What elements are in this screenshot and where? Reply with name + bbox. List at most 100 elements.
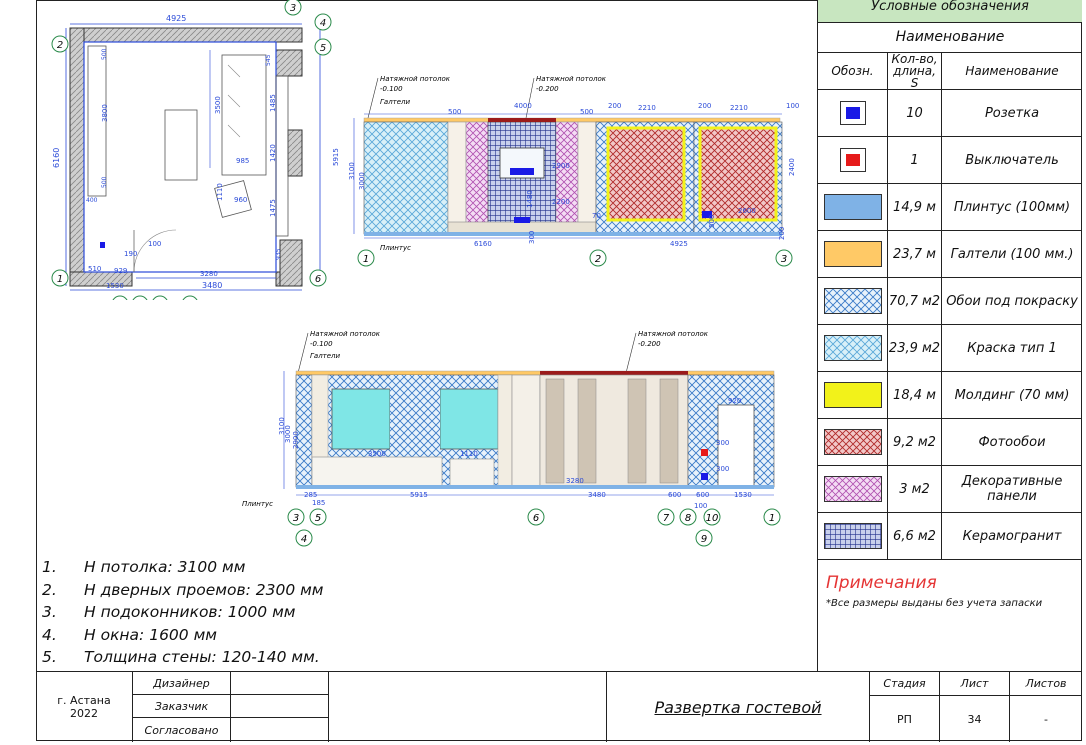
floor-plan: 4925 6160 5915 3480 3280 1530 510 929 19… [51,0,340,300]
sheet-title: Развертка гостевой [606,672,870,742]
note-item: 4.Н окна: 1600 мм [42,624,402,647]
legend-qty: 70,7 м2 [888,278,942,324]
elev2-dim-2: 3000 [284,425,292,443]
plan-wall-top [69,27,303,43]
legend-table: Условные обозначения Наименование Обозн.… [817,0,1082,672]
elev2-window-2 [439,388,499,450]
col-sheet: Лист [940,672,1010,696]
plan-dim-d2: 100 [148,240,161,248]
elev1-dim-15: 1480 [526,190,534,208]
signature-approved [231,718,329,742]
elev2-window-1 [331,388,391,450]
elev2-marker-8: 8 [685,513,691,524]
plan-dim-left: 6160 [52,148,61,168]
signature-designer [231,672,329,695]
sheets-value: - [1044,712,1048,726]
porcelain-tile-swatch [824,523,882,549]
stage-value: РП [870,696,940,742]
legend-row: 3 м2 Декоративные панели [818,466,1082,513]
elev1-dim-16: 6160 [474,240,492,248]
photo-wallpaper-swatch [824,429,882,455]
legend-item-name: Краска тип 1 [967,340,1057,356]
elev2-moulding-label: Галтели [310,352,341,360]
elev2-ceiling1-label: Натяжной потолок [310,330,381,338]
elev1-dim-10: 3000 [358,172,366,190]
elev2-dim-8: 300 [716,439,729,447]
remarks-text: *Все размеры выданы без учета запаски [826,598,1043,609]
plan-right-cabinet [275,75,289,237]
elev2-dim-3: 2900 [292,431,300,449]
note-item: 2.Н дверных проемов: 2300 мм [42,579,402,602]
elev2-sofa [311,456,443,488]
title-block: г. Астана 2022 Дизайнер Заказчик Согласо… [36,671,1082,742]
legend-item-name: Плинтус (100мм) [953,199,1071,215]
col-stage: Стадия [870,672,940,696]
remarks-title: Примечания [826,573,937,593]
legend-row: 1 Выключатель [818,137,1082,184]
plan-dim-r2: 1420 [269,144,277,162]
note-text: Н подоконников: 1000 мм [84,603,296,621]
elev1-socket-3 [702,211,712,218]
plan-dim-s4: 1110 [216,183,224,201]
plan-dim-r3: 1475 [269,199,277,217]
elev1-dim-18: 4925 [670,240,688,248]
legend-item-name: Молдинг (70 мм) [954,387,1070,403]
elev1-dim-11: 2900 [552,162,570,170]
role-approved: Согласовано [133,718,231,742]
switch-swatch [846,154,860,166]
plan-marker-2: 2 [57,40,63,51]
legend-qty: 1 [888,137,942,183]
legend-row: 18,4 м Молдинг (70 мм) [818,372,1082,419]
plan-dim-top: 4925 [166,14,186,23]
note-item: 1.Н потолка: 3100 мм [42,556,402,579]
elev2-dim-1: 3100 [278,417,286,435]
plan-dim-l2: 500 [101,48,108,60]
elev1-ceiling1-label: Натяжной потолок [380,75,451,83]
wallpaper-swatch [824,288,882,314]
plan-dim-bottom-inner: 3280 [200,270,218,278]
plan-bed [164,109,198,181]
elevation-2: Натяжной потолок -0.100 Галтели Натяжной… [242,330,781,547]
elev2-dim-16: 1530 [734,491,752,499]
elev2-marker-5: 5 [315,513,321,524]
legend-row: 23,9 м2 Краска тип 1 [818,325,1082,372]
elev1-wall-left [363,121,449,235]
plan-wall-right-mid [287,129,303,177]
note-number: 3. [42,603,57,621]
elev2-door [717,404,755,488]
elev2-marker-7: 7 [663,513,670,524]
plan-dim-b3: 929 [114,267,127,275]
title-block-city: г. Астана 2022 [36,672,133,742]
elev1-marker-2: 2 [595,254,601,265]
elev1-dim-20: 500 [708,215,716,228]
elev2-dim-4: 3500 [368,450,386,458]
elev1-socket-group-1 [510,168,534,175]
legend-row: 10 Розетка [818,90,1082,137]
note-number: 2. [42,580,57,599]
legend-item-name: Выключатель [965,152,1059,168]
legend-item-name: Фотообои [978,434,1046,450]
elev1-dim-13: 2400 [788,158,796,176]
elev2-dim-13: 3480 [588,491,606,499]
plan-marker-4: 4 [320,18,326,29]
elev2-marker-6: 6 [533,513,539,524]
elev1-dim-5: 2210 [638,104,656,112]
elev1-dim-12: 2200 [552,198,570,206]
elevation-1: Натяжной потолок -0.100 Галтели Натяжной… [348,75,799,267]
note-item: 3. Н подоконников: 1000 мм [42,601,402,624]
elev2-marker-3: 3 [293,513,299,524]
elev2-dim-11: 185 [312,499,325,507]
elev1-panel-right [555,121,579,235]
legend-row: 9,2 м2 Фотообои [818,419,1082,466]
cornice-swatch [824,241,882,267]
plan-wall-left [69,27,85,287]
plan-dim-l4: 400 [86,197,98,204]
elev1-dim-19: 70 [592,212,601,220]
legend-col-name: Наименование [942,52,1082,90]
legend-row: 70,7 м2 Обои под покраску [818,278,1082,325]
elev1-dim-17: 300 [528,231,536,244]
plan-socket [100,242,105,248]
plan-dim-s2: 985 [236,157,249,165]
elev2-baseboard [296,485,774,489]
elev1-baseboard-label: Плинтус [380,244,411,252]
